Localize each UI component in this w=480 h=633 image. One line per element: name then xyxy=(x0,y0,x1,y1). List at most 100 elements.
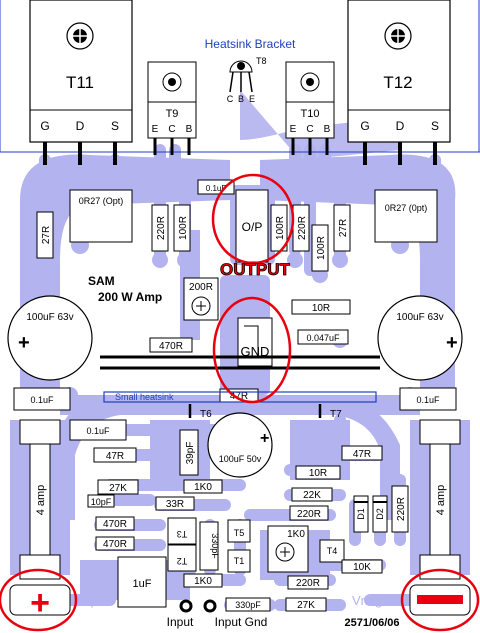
board-title: SAM 200 W Amp xyxy=(88,274,162,304)
op-label: O/P xyxy=(242,220,263,234)
output-ellipse xyxy=(211,173,295,265)
c0047-label: 0.047uF xyxy=(306,333,340,343)
r27k-c-label: 27K xyxy=(297,600,315,611)
cap-right-plus: + xyxy=(446,332,458,354)
t12-pin-s: S xyxy=(431,119,439,133)
fuse-right-label: 4 amp xyxy=(435,485,447,516)
t12-pin-g: G xyxy=(360,119,369,133)
transistor-t10: T10 E C B xyxy=(285,61,335,155)
r33-label: 33R xyxy=(166,499,184,510)
t8-pin-e: E xyxy=(249,94,255,104)
minus-ellipse xyxy=(400,568,480,632)
transistor-t12: T12 G D S xyxy=(347,0,451,165)
small-heatsink-label: Small heatsink xyxy=(115,392,174,402)
r100-a-label: 100R xyxy=(178,216,189,240)
t9-pin-c: C xyxy=(168,124,175,135)
r27-left-label: 27R xyxy=(41,226,52,244)
top-resistors xyxy=(36,179,438,272)
t11-label: T11 xyxy=(66,73,94,92)
t11-pin-g: G xyxy=(40,119,49,133)
c01-right-label: 0.1uF xyxy=(416,395,440,405)
t12-label: T12 xyxy=(383,73,412,92)
t6-label: T6 xyxy=(200,409,212,420)
t4-label: T4 xyxy=(327,546,338,556)
c330-a-label: 330pF xyxy=(210,533,220,559)
d2-label: D2 xyxy=(375,508,385,520)
vpos-label: Vpos xyxy=(82,593,112,608)
supply-pads: Vpos Vneg + 2571/06/06 xyxy=(9,584,471,629)
lower-components: 0.1uF 47R 39pF 100uF 50v + 47R 10R 27K 1… xyxy=(69,412,409,629)
cap-mid-label: 100uF 50v xyxy=(219,454,262,464)
r220-b-label: 220R xyxy=(297,216,308,240)
fuse-left: 4 amp xyxy=(19,419,61,580)
heatsink-bracket-label: Heatsink Bracket xyxy=(205,37,296,51)
fuse-right: 4 amp xyxy=(419,419,461,580)
plus-ellipse xyxy=(0,568,78,632)
r220-vert-label: 220R xyxy=(396,497,407,521)
middle-components: 200R 10R GND 0.047uF 470R 100uF 63v + 10… xyxy=(7,277,463,420)
cap-right-label: 100uF 63v xyxy=(396,312,443,323)
r27k-b-label: 27K xyxy=(109,483,127,494)
fuse-left-label: 4 amp xyxy=(35,485,47,516)
r22k-label: 22K xyxy=(303,490,321,501)
r47-under-label: 47R xyxy=(230,391,248,402)
transistor-t9: T9 E C B xyxy=(147,61,197,155)
t11-pin-s: S xyxy=(111,119,119,133)
t8-pin-b: B xyxy=(238,94,244,104)
top-resistor-labels: 27R 0R27 (Opt) 220R 100R 0.1uF O/P 100R … xyxy=(41,184,427,260)
c1u-label: 1uF xyxy=(133,578,152,590)
t2-label: T2 xyxy=(177,556,188,566)
r220-d-label: 220R xyxy=(296,578,320,589)
title-line1: SAM xyxy=(88,274,115,288)
t11-pin-d: D xyxy=(76,119,85,133)
r1k0-a-label: 1K0 xyxy=(194,482,212,493)
c330-b-label: 330pF xyxy=(235,600,261,610)
t1-label: T1 xyxy=(234,556,245,566)
r470-mid-label: 470R xyxy=(159,341,183,352)
r027-left-label: 0R27 (Opt) xyxy=(79,196,124,206)
red-annotations xyxy=(0,173,480,632)
t10-pin-b: B xyxy=(324,124,331,135)
r220-c-label: 220R xyxy=(297,509,321,520)
pot1k0-label: 1K0 xyxy=(287,529,305,540)
date-label: 2571/06/06 xyxy=(344,617,399,629)
t9-pin-e: E xyxy=(152,124,159,135)
c39p-label: 39pF xyxy=(185,442,196,465)
r10-mid-label: 10R xyxy=(309,468,327,479)
c10p-label: 10pF xyxy=(91,497,112,507)
t8-label: T8 xyxy=(256,56,267,66)
cap-left-label: 100uF 63v xyxy=(26,312,73,323)
d1-label: D1 xyxy=(356,508,366,520)
r027-right-label: 0R27 (0pt) xyxy=(385,203,428,213)
t12-pin-d: D xyxy=(396,119,405,133)
t8-pin-c: C xyxy=(227,94,234,104)
r220-a-label: 220R xyxy=(156,216,167,240)
t9-pin-b: B xyxy=(186,124,193,135)
t10-pin-c: C xyxy=(306,124,313,135)
r100-c-label: 100R xyxy=(316,236,327,260)
r10-top-label: 10R xyxy=(312,303,330,314)
transistor-t8: T8 C B E xyxy=(227,56,267,104)
input-gnd-label: Input Gnd xyxy=(215,615,268,629)
r10k-label: 10K xyxy=(353,562,371,573)
transistor-t11: T11 G D S xyxy=(29,0,133,165)
r1k0-b-label: 1K0 xyxy=(194,576,212,587)
minus-symbol xyxy=(417,595,463,604)
r47-right-label: 47R xyxy=(353,449,371,460)
r470-a-label: 470R xyxy=(103,519,127,530)
t3-label: T3 xyxy=(177,529,188,539)
t10-pin-e: E xyxy=(290,124,297,135)
cap-left-plus: + xyxy=(18,332,30,354)
t7-label: T7 xyxy=(330,409,342,420)
c01-l2-label: 0.1uF xyxy=(86,426,110,436)
input-label: Input xyxy=(167,615,194,629)
r470-b-label: 470R xyxy=(103,539,127,550)
vneg-label: Vneg xyxy=(352,593,382,608)
t10-label: T10 xyxy=(301,108,320,120)
r27-right-label: 27R xyxy=(338,219,349,237)
t9-label: T9 xyxy=(166,108,179,120)
output-label: OUTPUT xyxy=(220,260,291,279)
gnd-ellipse xyxy=(212,296,292,404)
c01-left-label: 0.1uF xyxy=(30,395,54,405)
